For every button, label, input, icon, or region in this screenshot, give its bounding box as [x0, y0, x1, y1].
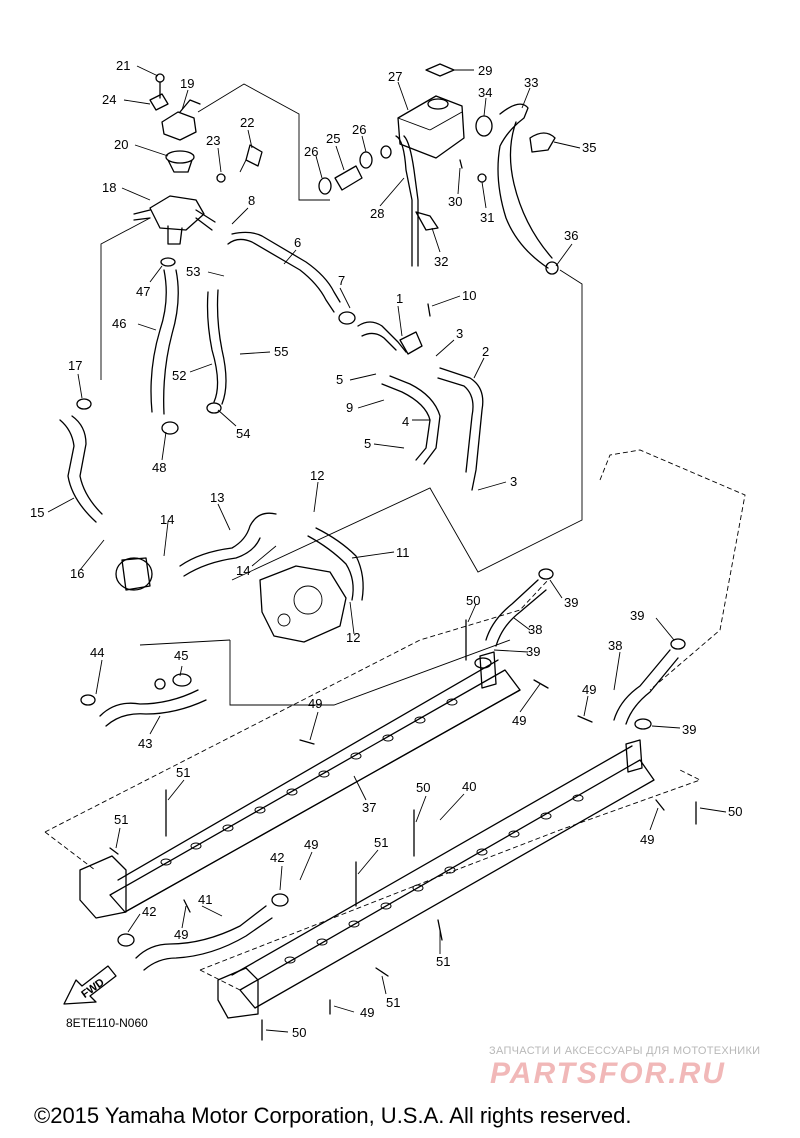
callout-49-f[interactable]: 49: [174, 927, 188, 942]
callout-33[interactable]: 33: [524, 75, 538, 90]
callout-15[interactable]: 15: [30, 505, 44, 520]
group-boundary-lines: [44, 83, 746, 991]
forward-direction-arrow: FWD: [63, 965, 117, 1005]
callout-3-lower[interactable]: 3: [510, 474, 517, 489]
heat-exchanger-rail-front: [79, 651, 521, 919]
callout-16[interactable]: 16: [70, 566, 84, 581]
thermostat-housing-assembly: [133, 73, 263, 245]
callout-23[interactable]: 23: [206, 133, 220, 148]
callout-14-left[interactable]: 14: [160, 512, 174, 527]
callout-48[interactable]: 48: [152, 460, 166, 475]
callout-37[interactable]: 37: [362, 800, 376, 815]
callout-35[interactable]: 35: [582, 140, 596, 155]
callout-6[interactable]: 6: [294, 235, 301, 250]
callout-32[interactable]: 32: [434, 254, 448, 269]
callout-50-d[interactable]: 50: [292, 1025, 306, 1040]
callout-4[interactable]: 4: [402, 414, 409, 429]
callout-51-c[interactable]: 51: [374, 835, 388, 850]
callout-29[interactable]: 29: [478, 63, 492, 78]
callout-36[interactable]: 36: [564, 228, 578, 243]
callout-20[interactable]: 20: [114, 137, 128, 152]
left-coolant-hoses: [59, 257, 227, 523]
callout-39-c[interactable]: 39: [630, 608, 644, 623]
coolant-reservoir-assembly: [318, 63, 559, 275]
callout-44[interactable]: 44: [90, 645, 104, 660]
callout-13[interactable]: 13: [210, 490, 224, 505]
callout-50-b[interactable]: 50: [416, 780, 430, 795]
callout-28[interactable]: 28: [370, 206, 384, 221]
callout-5-lower[interactable]: 5: [364, 436, 371, 451]
callout-51-b[interactable]: 51: [114, 812, 128, 827]
callout-9[interactable]: 9: [346, 400, 353, 415]
callout-54[interactable]: 54: [236, 426, 250, 441]
callout-26-right[interactable]: 26: [352, 122, 366, 137]
callout-38-a[interactable]: 38: [528, 622, 542, 637]
callout-50-a[interactable]: 50: [466, 593, 480, 608]
callout-51-d[interactable]: 51: [436, 954, 450, 969]
callout-14-right[interactable]: 14: [236, 563, 250, 578]
callout-55[interactable]: 55: [274, 344, 288, 359]
callout-49-g[interactable]: 49: [360, 1005, 374, 1020]
water-pump-assembly: [115, 512, 364, 643]
mounting-studs: [109, 619, 697, 1041]
callout-53[interactable]: 53: [186, 264, 200, 279]
callout-43[interactable]: 43: [138, 736, 152, 751]
heat-exchanger-hoses: [117, 568, 686, 971]
diagram-code: 8ETE110-N060: [66, 1016, 148, 1030]
callout-8[interactable]: 8: [248, 193, 255, 208]
bypass-hose-assembly: [80, 673, 207, 727]
callout-38-b[interactable]: 38: [608, 638, 622, 653]
callout-40[interactable]: 40: [462, 779, 476, 794]
callout-3-upper[interactable]: 3: [456, 326, 463, 341]
callout-30[interactable]: 30: [448, 194, 462, 209]
callout-34[interactable]: 34: [478, 85, 492, 100]
callout-49-b[interactable]: 49: [512, 713, 526, 728]
callout-50-c[interactable]: 50: [728, 804, 742, 819]
callout-leader-lines: [47, 65, 727, 1033]
callout-49-d[interactable]: 49: [640, 832, 654, 847]
callout-26-left[interactable]: 26: [304, 144, 318, 159]
callout-46[interactable]: 46: [112, 316, 126, 331]
callout-5-upper[interactable]: 5: [336, 372, 343, 387]
callout-11[interactable]: 11: [396, 545, 410, 560]
callout-12-lower[interactable]: 12: [346, 630, 360, 645]
callout-19[interactable]: 19: [180, 76, 194, 91]
callout-25[interactable]: 25: [326, 131, 340, 146]
watermark-tagline: ЗАПЧАСТИ И АКСЕССУАРЫ ДЛЯ МОТОТЕХНИКИ: [489, 1045, 761, 1057]
callout-49-a[interactable]: 49: [308, 696, 322, 711]
callout-10[interactable]: 10: [462, 288, 476, 303]
heat-exchanger-rail-rear: [217, 739, 655, 1019]
fwd-label: FWD: [79, 976, 106, 1000]
callout-49-c[interactable]: 49: [582, 682, 596, 697]
callout-49-e[interactable]: 49: [304, 837, 318, 852]
callout-39-a[interactable]: 39: [564, 595, 578, 610]
callout-7[interactable]: 7: [338, 273, 345, 288]
callout-12-upper[interactable]: 12: [310, 468, 324, 483]
callout-1[interactable]: 1: [396, 291, 403, 306]
callout-17[interactable]: 17: [68, 358, 82, 373]
callout-39-b[interactable]: 39: [526, 644, 540, 659]
callout-42-b[interactable]: 42: [142, 904, 156, 919]
callout-numbers: 21 19 24 20 23 22 18 8 27 29 33 34 25 26…: [30, 58, 742, 1040]
callout-51-a[interactable]: 51: [176, 765, 190, 780]
callout-2[interactable]: 2: [482, 344, 489, 359]
callout-41[interactable]: 41: [198, 892, 212, 907]
upper-coolant-hoses: [227, 231, 484, 491]
callout-39-d[interactable]: 39: [682, 722, 696, 737]
watermark-logo: PARTSFOR.RU: [490, 1057, 726, 1090]
callout-47[interactable]: 47: [136, 284, 150, 299]
callout-45[interactable]: 45: [174, 648, 188, 663]
callout-27[interactable]: 27: [388, 69, 402, 84]
callout-52[interactable]: 52: [172, 368, 186, 383]
callout-31[interactable]: 31: [480, 210, 494, 225]
callout-42-a[interactable]: 42: [270, 850, 284, 865]
copyright-notice: ©2015 Yamaha Motor Corporation, U.S.A. A…: [34, 1103, 632, 1128]
callout-51-e[interactable]: 51: [386, 995, 400, 1010]
callout-21[interactable]: 21: [116, 58, 130, 73]
callout-24[interactable]: 24: [102, 92, 116, 107]
callout-18[interactable]: 18: [102, 180, 116, 195]
callout-22[interactable]: 22: [240, 115, 254, 130]
